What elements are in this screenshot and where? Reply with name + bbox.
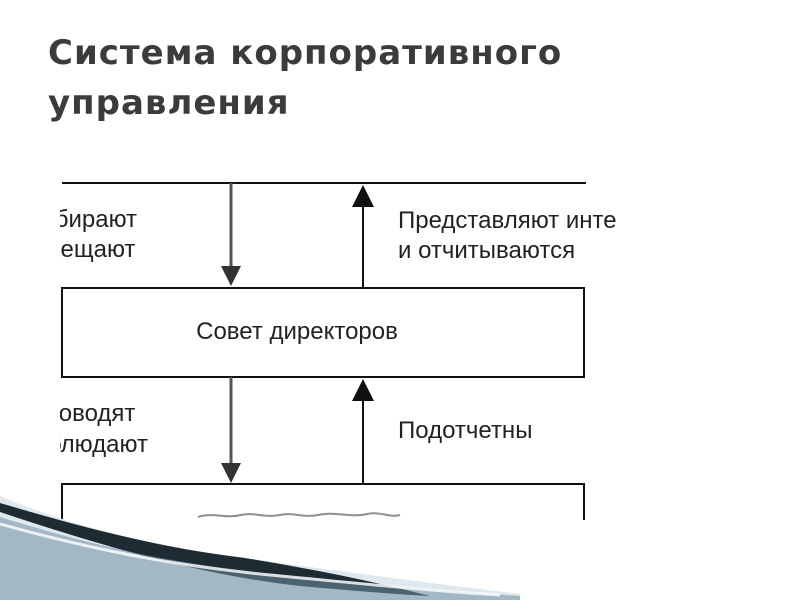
management-box-top (61, 483, 585, 520)
slide-wave-dark (0, 503, 430, 596)
accountable-arrow-head (352, 379, 374, 401)
represent-arrow-head (352, 185, 374, 207)
bottom-right-label: Подотчетны (398, 417, 532, 444)
elect-arrow-head (221, 266, 241, 286)
slide-wave-mid (0, 517, 520, 600)
slide-wave-light (0, 496, 520, 600)
slide-title-line-2: управления (48, 83, 290, 123)
top-left-label-line-2: мещают (44, 236, 135, 263)
top-right-label-line-1: Представляют инте (398, 207, 617, 234)
slide-title: Система корпоративного управления (48, 28, 688, 128)
slide-wave-highlight (0, 522, 501, 597)
board-box-label: Совет директоров (196, 318, 398, 345)
top-right-label-line-2: и отчитываются (398, 237, 575, 264)
management-box-clipped-text (197, 512, 401, 518)
slide-title-line-1: Система корпоративного (48, 33, 563, 73)
top-left-label-line-1: збирают (44, 206, 137, 233)
bottom-left-label-line-2: блюдают (48, 431, 148, 458)
board-box (61, 287, 585, 378)
direct-arrow-head (221, 463, 241, 483)
bottom-left-label-line-1: ководят (48, 400, 135, 427)
